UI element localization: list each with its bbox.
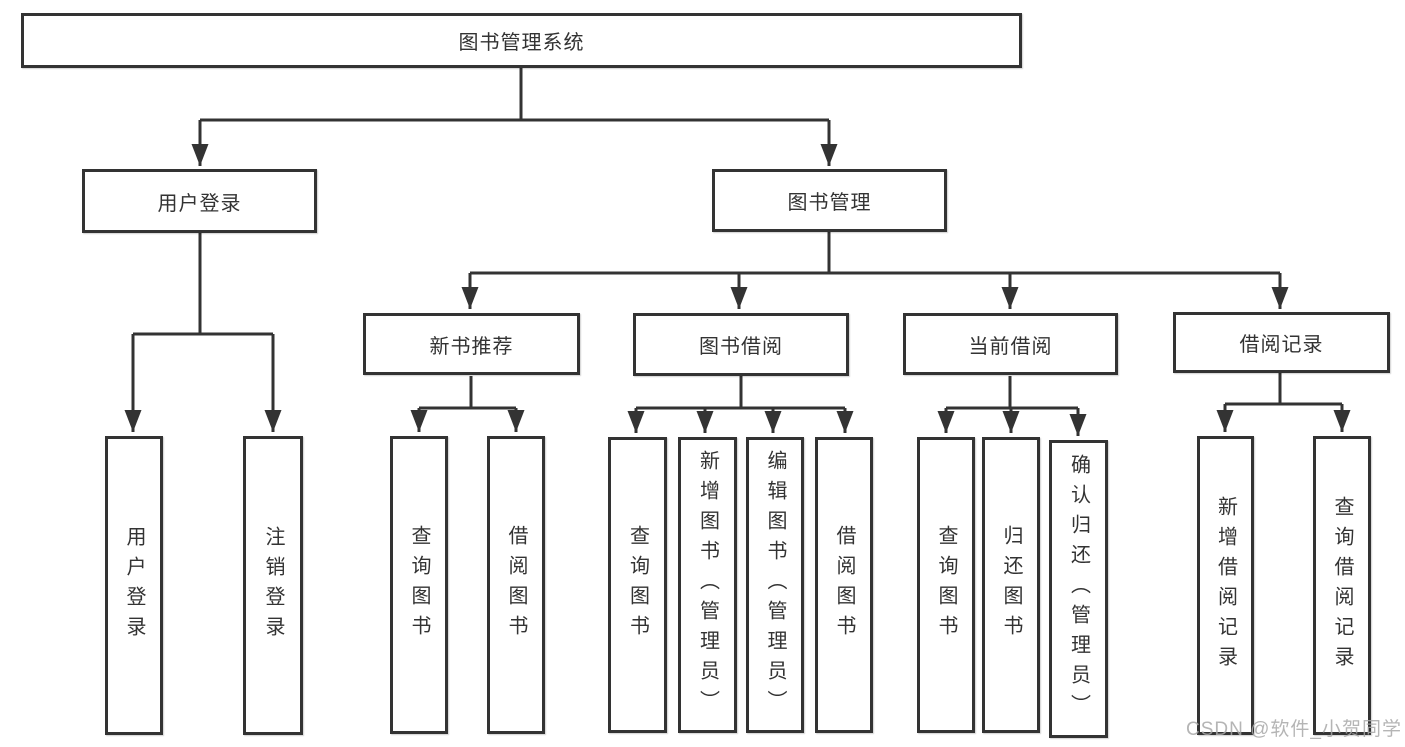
connector-borrow-records-branch <box>1225 373 1342 406</box>
node-current-borrow: 当前借阅 <box>903 313 1118 375</box>
connector-book-mgmt-to-level3 <box>470 232 1280 275</box>
leaf-add-books-admin: 新增图书（管理员） <box>678 437 737 733</box>
leaf-confirm-return-admin: 确认归还（管理员） <box>1049 440 1108 738</box>
node-label: 图书管理系统 <box>458 32 585 54</box>
node-book-borrow: 图书借阅 <box>633 313 849 376</box>
node-label: 查询图书 <box>408 525 430 645</box>
leaf-add-borrow-record: 新增借阅记录 <box>1197 436 1254 735</box>
leaf-borrow-books: 借阅图书 <box>815 437 873 733</box>
leaf-query-books-borrow: 查询图书 <box>608 437 667 733</box>
connector-book-borrow-branch <box>636 376 845 410</box>
node-label: 借阅图书 <box>505 525 527 645</box>
node-book-management: 图书管理 <box>712 169 947 232</box>
leaf-query-books-recommend: 查询图书 <box>390 436 448 734</box>
leaf-return-books: 归还图书 <box>982 437 1040 733</box>
node-label: 查询借阅记录 <box>1331 495 1353 676</box>
node-label: 确认归还（管理员） <box>1067 454 1090 724</box>
leaf-borrow-books-recommend: 借阅图书 <box>487 436 545 734</box>
node-label: 新增图书（管理员） <box>696 450 719 720</box>
node-label: 图书管理 <box>787 192 872 214</box>
node-label: 新书推荐 <box>429 335 514 358</box>
leaf-query-books-current: 查询图书 <box>917 437 975 733</box>
connector-new-book-branch <box>419 376 516 410</box>
node-label: 图书借阅 <box>699 336 783 358</box>
node-label: 查询图书 <box>935 525 957 645</box>
node-label: 用户登录 <box>157 192 242 215</box>
node-label: 用户登录 <box>123 525 145 646</box>
node-label: 新增借阅记录 <box>1214 495 1237 676</box>
connector-root-to-level2 <box>200 68 829 122</box>
leaf-query-borrow-record: 查询借阅记录 <box>1313 436 1371 735</box>
node-label: 查询图书 <box>626 525 649 645</box>
leaf-user-login: 用户登录 <box>105 436 163 735</box>
node-label: 当前借阅 <box>968 335 1053 358</box>
node-label: 借阅记录 <box>1239 334 1324 356</box>
connector-current-borrow-branch <box>946 376 1078 410</box>
node-label: 注销登录 <box>262 525 284 646</box>
csdn-watermark: CSDN @软件_小贺同学 <box>1186 719 1402 740</box>
node-label: 编辑图书（管理员） <box>764 450 786 720</box>
node-user-login: 用户登录 <box>82 169 317 233</box>
connector-user-login-branch <box>133 233 273 336</box>
node-library-management-system: 图书管理系统 <box>21 13 1022 68</box>
node-borrow-records: 借阅记录 <box>1173 312 1390 373</box>
leaf-edit-books-admin: 编辑图书（管理员） <box>746 437 804 733</box>
node-label: 归还图书 <box>1000 525 1022 645</box>
node-label: 借阅图书 <box>833 525 855 645</box>
leaf-logout: 注销登录 <box>243 436 303 735</box>
node-new-book-recommend: 新书推荐 <box>363 313 580 375</box>
